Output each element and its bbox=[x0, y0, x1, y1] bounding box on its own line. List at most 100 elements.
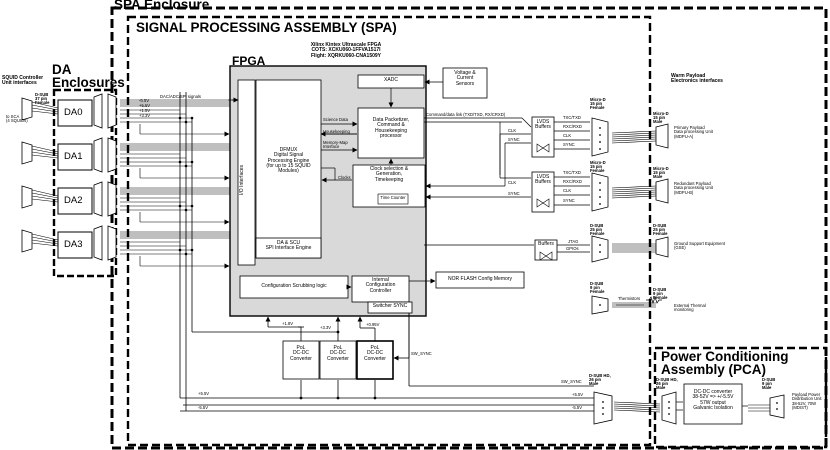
micro-d-label-1: Micro-D 15 pin Female bbox=[590, 97, 606, 110]
micro-d-connector-2 bbox=[591, 172, 609, 212]
io-interfaces-label: I/O Interfaces bbox=[239, 164, 245, 195]
sync-label-3: SYNC bbox=[563, 142, 575, 147]
sync-label-1: SYNC bbox=[508, 137, 520, 142]
buffer-symbols bbox=[536, 143, 553, 261]
clk-label-3: CLK bbox=[563, 133, 572, 138]
rail-label-3: +1.5V bbox=[139, 108, 151, 113]
dsub-9-label: D-SUB 9 pin Female bbox=[590, 281, 605, 294]
da1-label: DA1 bbox=[64, 151, 83, 162]
clock-gen-label: Clock selection & Generation, Timekeepin… bbox=[369, 166, 409, 183]
spa-assembly-frame bbox=[126, 15, 652, 447]
da0-label: DA0 bbox=[64, 107, 83, 118]
dsub-25-connector bbox=[591, 235, 609, 263]
rail-label-1: -5.5V bbox=[139, 98, 150, 103]
dsub-hd-label-pca: D-SUB HD, 26 pin Male bbox=[656, 377, 678, 390]
da-arrows bbox=[139, 124, 230, 269]
clk-label-1: CLK bbox=[508, 128, 517, 133]
power-rails bbox=[179, 92, 594, 412]
dac-signals-label: DAC/ADC/SPI signals bbox=[160, 94, 201, 99]
pol3-label: PoL DC-DC Converter bbox=[364, 345, 386, 362]
dsub-37-label: D-SUB 37 pin Female bbox=[35, 92, 50, 105]
dsub-9-female-label-gse: D-SUB 25 pin Female bbox=[653, 223, 668, 236]
squid-title: SQUID Controller Unit interfaces bbox=[2, 75, 44, 87]
time-counter-block bbox=[377, 193, 409, 205]
da-enclosures-frame bbox=[52, 88, 118, 278]
packetizer-label: Data Packetizer, Command & Housekeeping … bbox=[372, 117, 410, 139]
dsub-gse bbox=[655, 236, 669, 258]
v-n55-label-right: -5.5V bbox=[572, 405, 583, 410]
time-counter-label: Time Counter bbox=[380, 195, 406, 200]
micro-d-male-label-2: Micro-D 15 pin Male bbox=[653, 166, 669, 179]
v-n55-label-left: -5.5V bbox=[198, 405, 209, 410]
da-enclosures-label: DA Enclosures bbox=[52, 62, 125, 90]
dsub-9-female-label-therm: D-SUB 9 pin Female bbox=[653, 287, 668, 300]
pca-frame bbox=[653, 346, 828, 449]
da-left-cables bbox=[31, 101, 59, 247]
v095-label: +0.95V bbox=[366, 322, 380, 327]
da-scu-label: DA & SCU SPI Interface Engine bbox=[265, 240, 312, 252]
voltage-sensors-label: Voltage & Current Sensors bbox=[454, 70, 476, 87]
nor-flash-block bbox=[435, 271, 525, 289]
fpga-label: FPGA bbox=[232, 54, 266, 68]
clocks-label: Clocks bbox=[338, 175, 351, 180]
io-interfaces-block bbox=[237, 79, 256, 266]
micro-d-mdpu-a bbox=[655, 123, 669, 149]
rail-label-2: +5.5V bbox=[139, 103, 151, 108]
v-p55-label-left: +5.5V bbox=[198, 391, 210, 396]
fpga-info: Xilinx Kintex Ultrascale FPGA COTS: XCKU… bbox=[310, 42, 382, 59]
rxc-label-1: RXC/RXD bbox=[563, 124, 582, 129]
clk-label-2: CLK bbox=[508, 180, 517, 185]
lvds1-label: LVDS Buffers bbox=[535, 119, 551, 131]
dsub-hd-label-spa: D-SUB HD, 26 pin Male bbox=[589, 373, 611, 386]
right-signal-lines bbox=[424, 117, 644, 306]
housekeeping-label: Housekeeping bbox=[323, 129, 350, 134]
micro-d-connector-1 bbox=[591, 117, 609, 157]
da-scu-block bbox=[255, 237, 322, 259]
int-config-label: Internal Configuration Controller bbox=[365, 277, 396, 294]
ppdu-label: Payload Power Distribution Unit 38-52V, … bbox=[792, 392, 822, 411]
v-p55-label-right: +5.5V bbox=[572, 392, 584, 397]
spa-title: SIGNAL PROCESSING ASSEMBLY (SPA) bbox=[136, 20, 397, 35]
gpios-label: GPIOs bbox=[566, 246, 579, 251]
pol2-label: PoL DC-DC Converter bbox=[327, 345, 349, 362]
mdpu-b-label: Redundant Payload Data processing Unit (… bbox=[674, 181, 713, 195]
micro-d-male-label-1: Micro-D 15 pin Male bbox=[653, 111, 669, 124]
switcher-sync-label: Switcher SYNC bbox=[372, 303, 408, 309]
txd-label-2: TXC/TXD bbox=[563, 170, 581, 175]
memory-map-label: Memory-Map Interface bbox=[323, 140, 348, 150]
sync-label-4: SYNC bbox=[563, 198, 575, 203]
spa-enclosure-label: SPA Enclosure bbox=[114, 0, 210, 12]
dsub-25-label: D-SUB 25 pin Female bbox=[590, 223, 605, 236]
dfmux-block bbox=[255, 79, 322, 259]
da-left-shells bbox=[21, 97, 33, 253]
cmd-link-label: Command/data link (TXD/TXD, RX/CRXD) bbox=[426, 112, 506, 117]
da-boxes bbox=[57, 99, 93, 259]
pca-title: Power Conditioning Assembly (PCA) bbox=[661, 349, 789, 377]
to-sca-label: to SCA (4 SQUIDs) bbox=[6, 114, 28, 124]
voltage-sensors-block bbox=[442, 67, 488, 99]
ext-thermal-label: External Thermal monitoring bbox=[674, 303, 706, 313]
da-connectors bbox=[93, 93, 117, 261]
thermistor-symbol bbox=[646, 295, 662, 305]
thermistors-label: Thermistors bbox=[618, 296, 641, 301]
da-harness bbox=[120, 99, 230, 255]
pol-converter-2 bbox=[319, 340, 357, 380]
dsub-9-male-label: D-SUB 9 pin Male bbox=[762, 377, 776, 390]
rxc-label-2: RXC/RXD bbox=[563, 179, 582, 184]
dcdc-converter-block bbox=[683, 383, 743, 425]
xadc-label: XADC bbox=[384, 77, 398, 83]
gse-label: Ground Support Equipment (GSE) bbox=[674, 241, 725, 251]
external-cables bbox=[611, 130, 770, 413]
clk-label-4: CLK bbox=[563, 188, 572, 193]
fpga-internal-links bbox=[228, 88, 394, 290]
micro-d-label-2: Micro-D 15 pin Female bbox=[590, 160, 606, 173]
rail-label-4: +3.3V bbox=[139, 113, 151, 118]
right-connectors bbox=[591, 117, 785, 425]
mdpu-a-label: Primary Payload Data processing Unit (MD… bbox=[674, 125, 713, 139]
v18-label: +1.8V bbox=[282, 321, 294, 326]
pca-internal-lines bbox=[676, 401, 748, 411]
sw-sync-label-2: SW_SYNC bbox=[561, 379, 582, 384]
pol1-label: PoL DC-DC Converter bbox=[290, 345, 312, 362]
